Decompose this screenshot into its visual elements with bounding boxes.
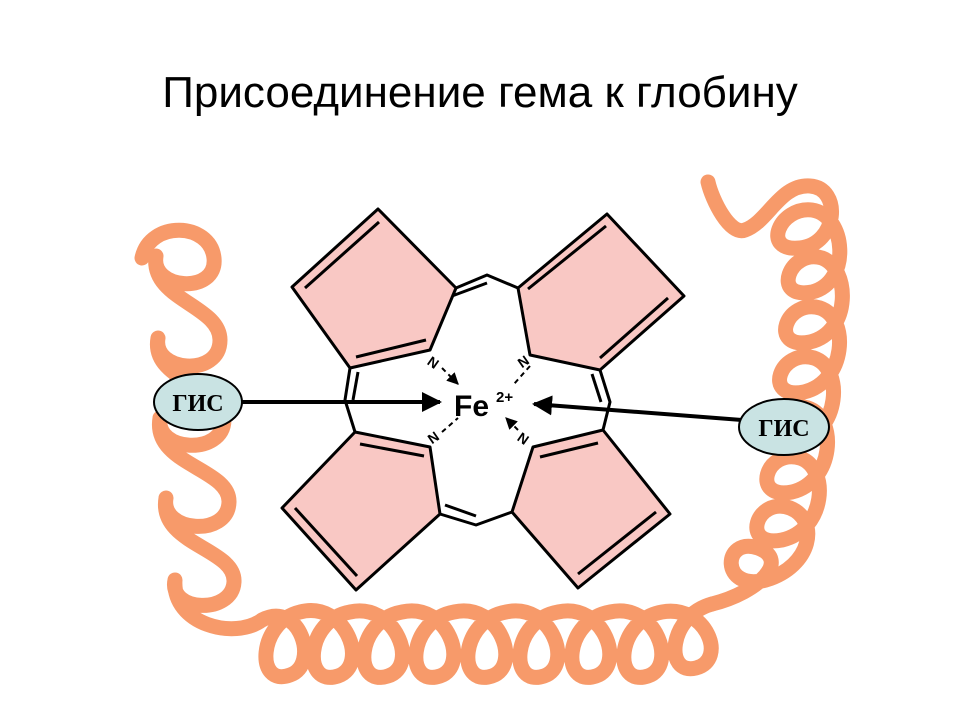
iron-symbol: Fe bbox=[454, 390, 489, 423]
pyrrole-ring-bottom-left bbox=[280, 430, 442, 592]
coordination-bonds bbox=[441, 365, 531, 433]
nitrogen-label-top-left: N bbox=[424, 353, 441, 372]
pyrrole-ring-top-left bbox=[290, 207, 458, 370]
histidine-left: ГИС bbox=[153, 373, 243, 431]
iron-ion: Fe 2+ bbox=[454, 389, 513, 423]
histidine-left-label: ГИС bbox=[172, 391, 223, 417]
globin-helix-left bbox=[134, 222, 270, 637]
histidine-right: ГИС bbox=[738, 398, 830, 456]
nitrogen-label-bottom-left: N bbox=[424, 428, 441, 447]
heme-group bbox=[280, 207, 686, 592]
iron-charge: 2+ bbox=[496, 389, 513, 406]
pyrrole-ring-top-right bbox=[516, 212, 686, 372]
globin-helix-right bbox=[700, 174, 850, 612]
globin-helix-bottom bbox=[254, 596, 720, 685]
histidine-right-label: ГИС bbox=[758, 416, 809, 442]
slide-title: Присоединение гема к глобину bbox=[162, 68, 798, 117]
histidine-bonds bbox=[240, 392, 743, 422]
methine-bridges bbox=[343, 273, 612, 527]
pyrrole-ring-bottom-right bbox=[510, 428, 672, 590]
nitrogen-label-bottom-right: N bbox=[514, 429, 531, 448]
globin-helix bbox=[134, 174, 850, 685]
arrow-right bbox=[532, 395, 743, 422]
